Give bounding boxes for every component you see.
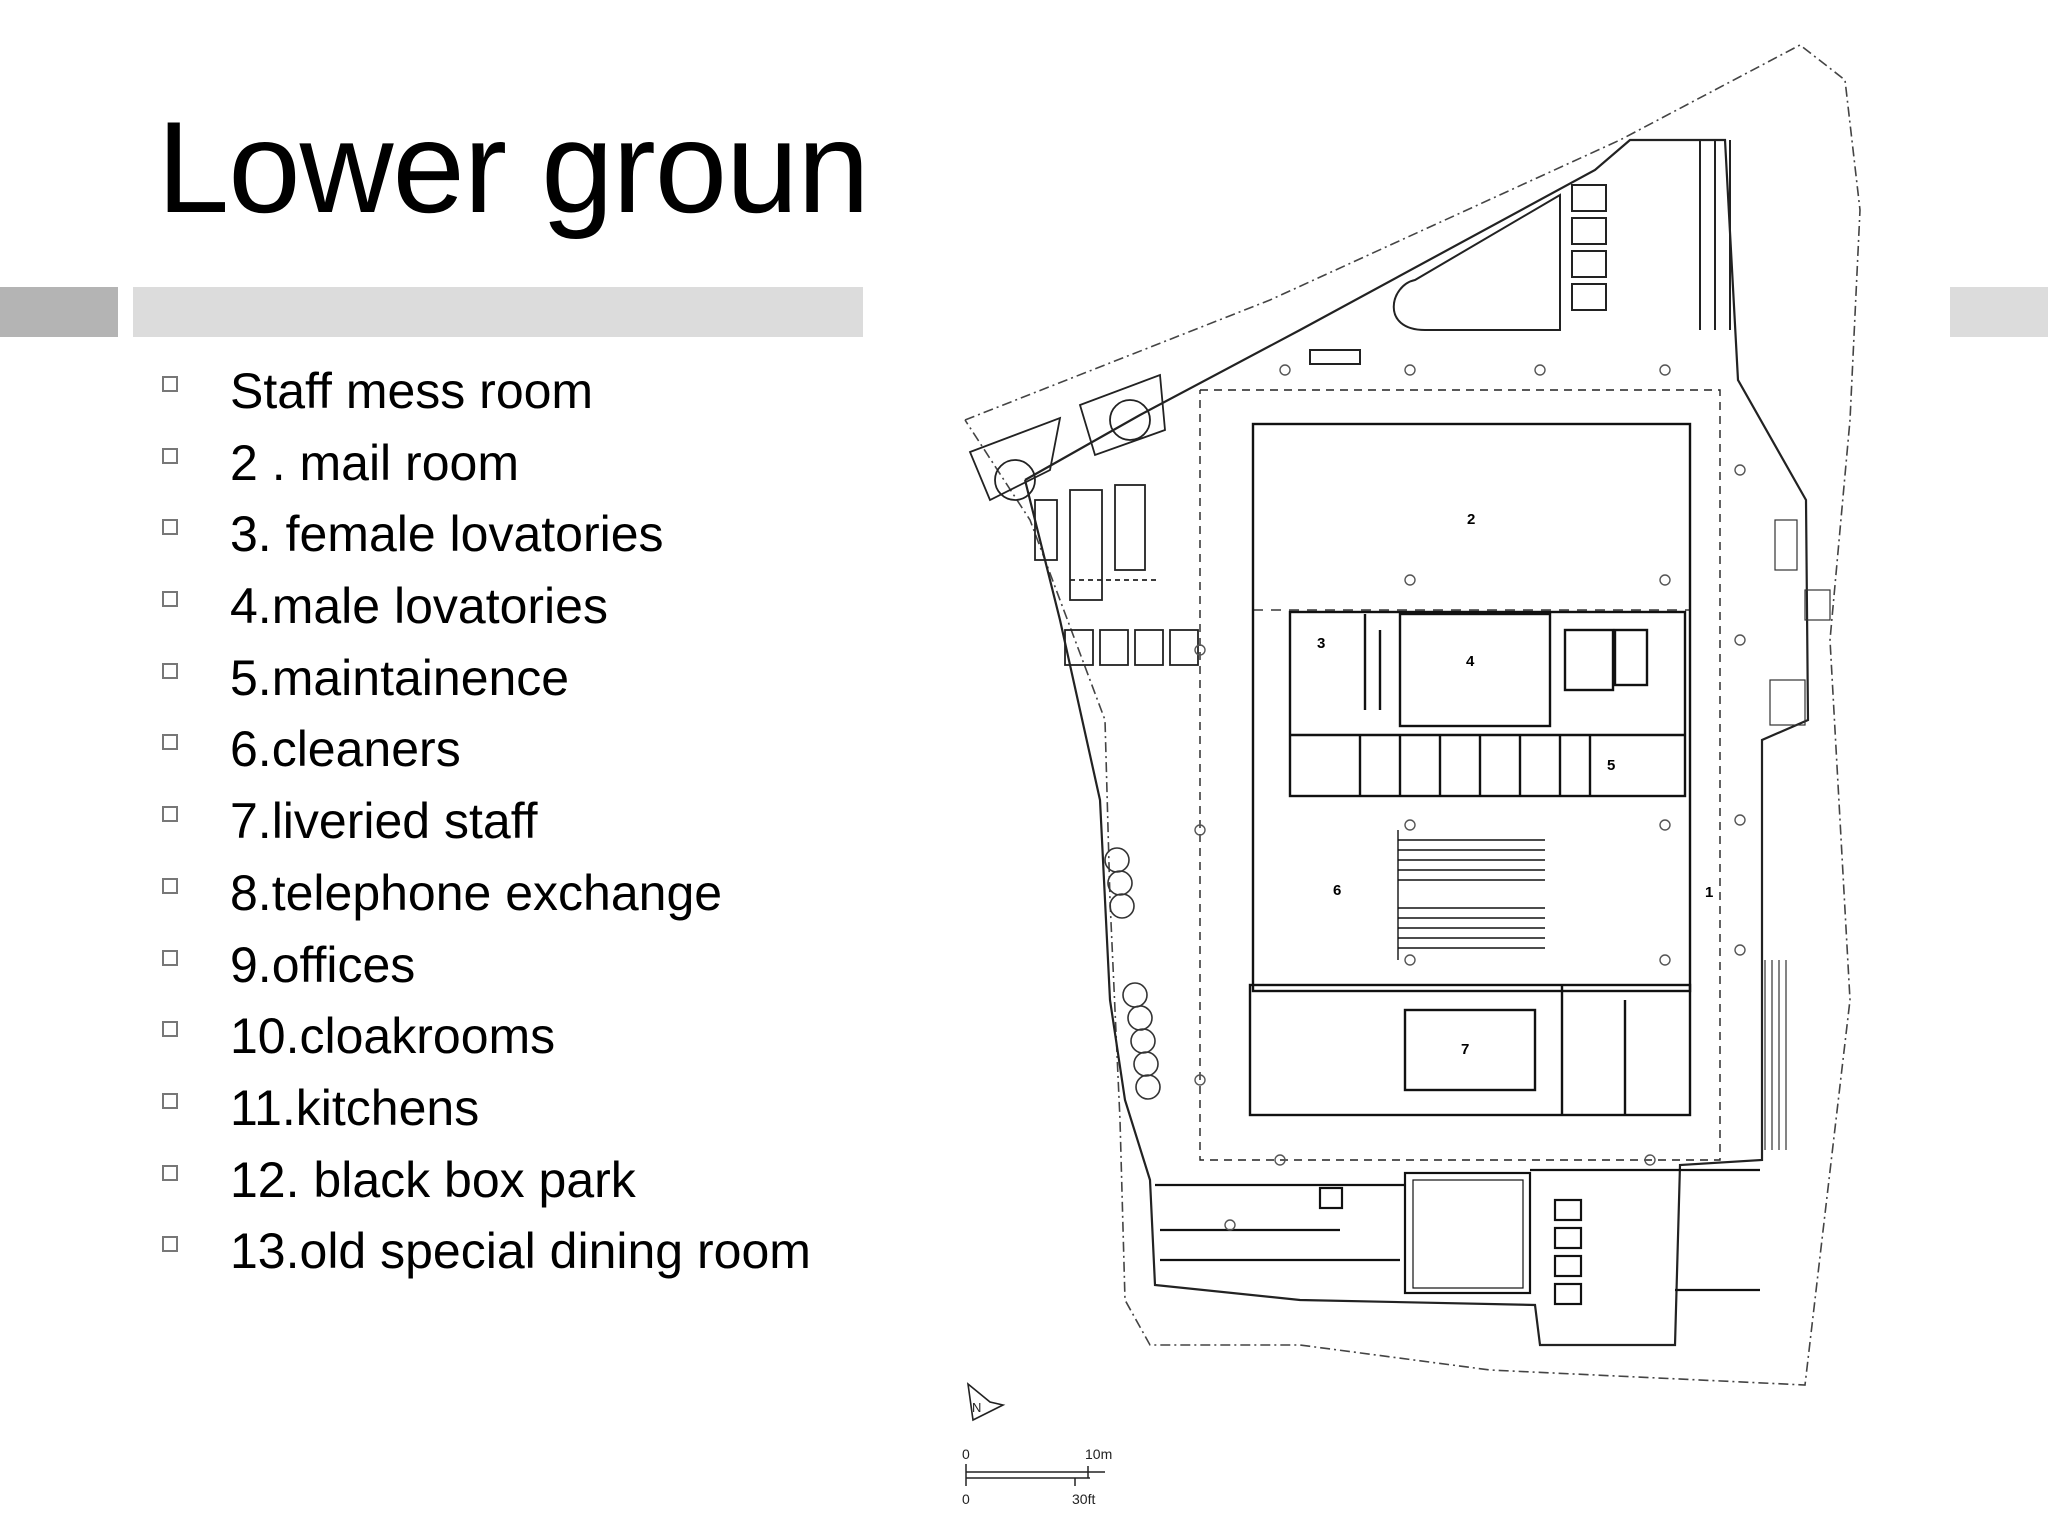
room-label: 6 (1333, 882, 1341, 899)
scale-bar-labels: 0 10m 0 30ft (962, 1446, 1112, 1507)
loading-wing (1309, 140, 1731, 365)
east-ramp (1764, 519, 1831, 1150)
checkbox-bullet-icon (162, 1164, 178, 1181)
checkbox-bullet-icon (162, 806, 178, 823)
room-label: 3 (1317, 635, 1325, 652)
list-item-label: 4.male lovatories (230, 578, 608, 635)
slide-title: Lower ground (157, 96, 862, 239)
checkbox-bullet-icon (162, 376, 178, 392)
room-label: 1 (1705, 884, 1713, 901)
list-item-label: 9.offices (230, 936, 416, 993)
list-item-label: 13.old special dining room (230, 1223, 811, 1280)
list-item-label: 8.telephone exchange (230, 864, 723, 921)
north-arrow-label: N (972, 1400, 981, 1415)
south-wing (1155, 1168, 1760, 1306)
checkbox-bullet-icon (162, 662, 178, 679)
scale-bar (965, 1464, 1105, 1486)
list-item-label: 5.maintainence (230, 649, 570, 706)
floor-plan-drawing: 1 2 3 4 5 6 7 N 0 10m 0 30ft (950, 30, 1950, 1520)
room-label: 7 (1461, 1041, 1469, 1058)
list-item-label: 12. black box park (230, 1151, 636, 1208)
scale-imperial-start: 0 (962, 1491, 970, 1507)
central-block (1248, 422, 1692, 1117)
list-item-label: 3. female lovatories (230, 506, 664, 563)
title-bar-left-accent (0, 287, 118, 337)
checkbox-bullet-icon (162, 591, 178, 608)
room-label: 4 (1466, 653, 1475, 670)
list-item-label: Staff mess room (230, 363, 594, 419)
site-boundary (964, 44, 1861, 1386)
checkbox-bullet-icon (162, 1092, 178, 1109)
scale-metric-end: 10m (1085, 1446, 1112, 1462)
list-item-label: 10.cloakrooms (230, 1008, 556, 1065)
room-labels: 1 2 3 4 5 6 7 (1317, 511, 1713, 1058)
title-underline-bar (133, 287, 863, 337)
checkbox-bullet-icon (162, 734, 178, 751)
checkbox-bullet-icon (162, 877, 178, 894)
checkbox-bullet-icon (162, 1021, 178, 1038)
scale-imperial-end: 30ft (1072, 1491, 1095, 1507)
list-item-label: 11.kitchens (230, 1079, 480, 1136)
scale-metric-start: 0 (962, 1446, 970, 1462)
checkbox-bullet-icon (162, 1236, 178, 1253)
list-item-label: 7.liveried staff (230, 793, 538, 850)
north-arrow-icon: N (966, 1382, 1006, 1422)
room-label: 5 (1607, 757, 1615, 774)
west-wing (968, 373, 1199, 666)
room-label: 2 (1467, 511, 1475, 528)
checkbox-bullet-icon (162, 949, 178, 966)
list-item-label: 2 . mail room (230, 434, 519, 491)
building-outline (1023, 138, 1810, 1347)
checkbox-bullet-icon (162, 519, 178, 536)
column-grid (1194, 364, 1746, 1231)
list-item-label: 6.cleaners (230, 721, 461, 778)
checkbox-bullet-icon (162, 447, 178, 464)
tree-row (1104, 847, 1161, 1100)
